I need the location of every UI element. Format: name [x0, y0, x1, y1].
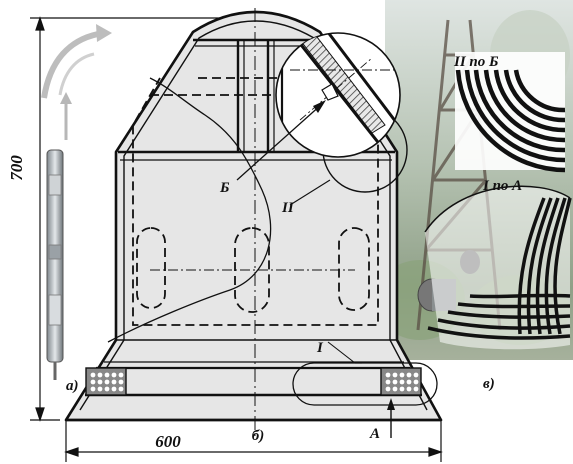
label-callout-ii: II [281, 200, 295, 216]
label-sub-a: а) [66, 378, 79, 394]
label-callout-i: I [316, 340, 324, 356]
width-dimension [64, 420, 443, 462]
label-sub-b: б) [252, 428, 264, 444]
tower-cross-section [64, 8, 443, 440]
cable-bundle-right [380, 367, 422, 396]
detail-i-inset: I по A [424, 178, 572, 350]
detail-ii-title: II по Б [453, 54, 499, 70]
detail-i-title: I по A [482, 178, 522, 194]
height-dimension-label: 700 [7, 155, 26, 181]
label-arrow-a: A [369, 426, 380, 442]
upward-arrow-icon [60, 92, 72, 140]
label-sub-v: в) [483, 376, 495, 392]
curved-rotation-arrow-icon [41, 24, 112, 99]
cable-bundle-left [85, 367, 127, 396]
label-callout-b: Б [219, 180, 230, 196]
callout-i-ellipse [292, 362, 438, 406]
downhole-tool-image [46, 149, 64, 380]
detail-ii-inset: II по Б [453, 52, 566, 173]
magnified-detail-b [275, 32, 401, 158]
width-dimension-label: 600 [155, 432, 181, 451]
